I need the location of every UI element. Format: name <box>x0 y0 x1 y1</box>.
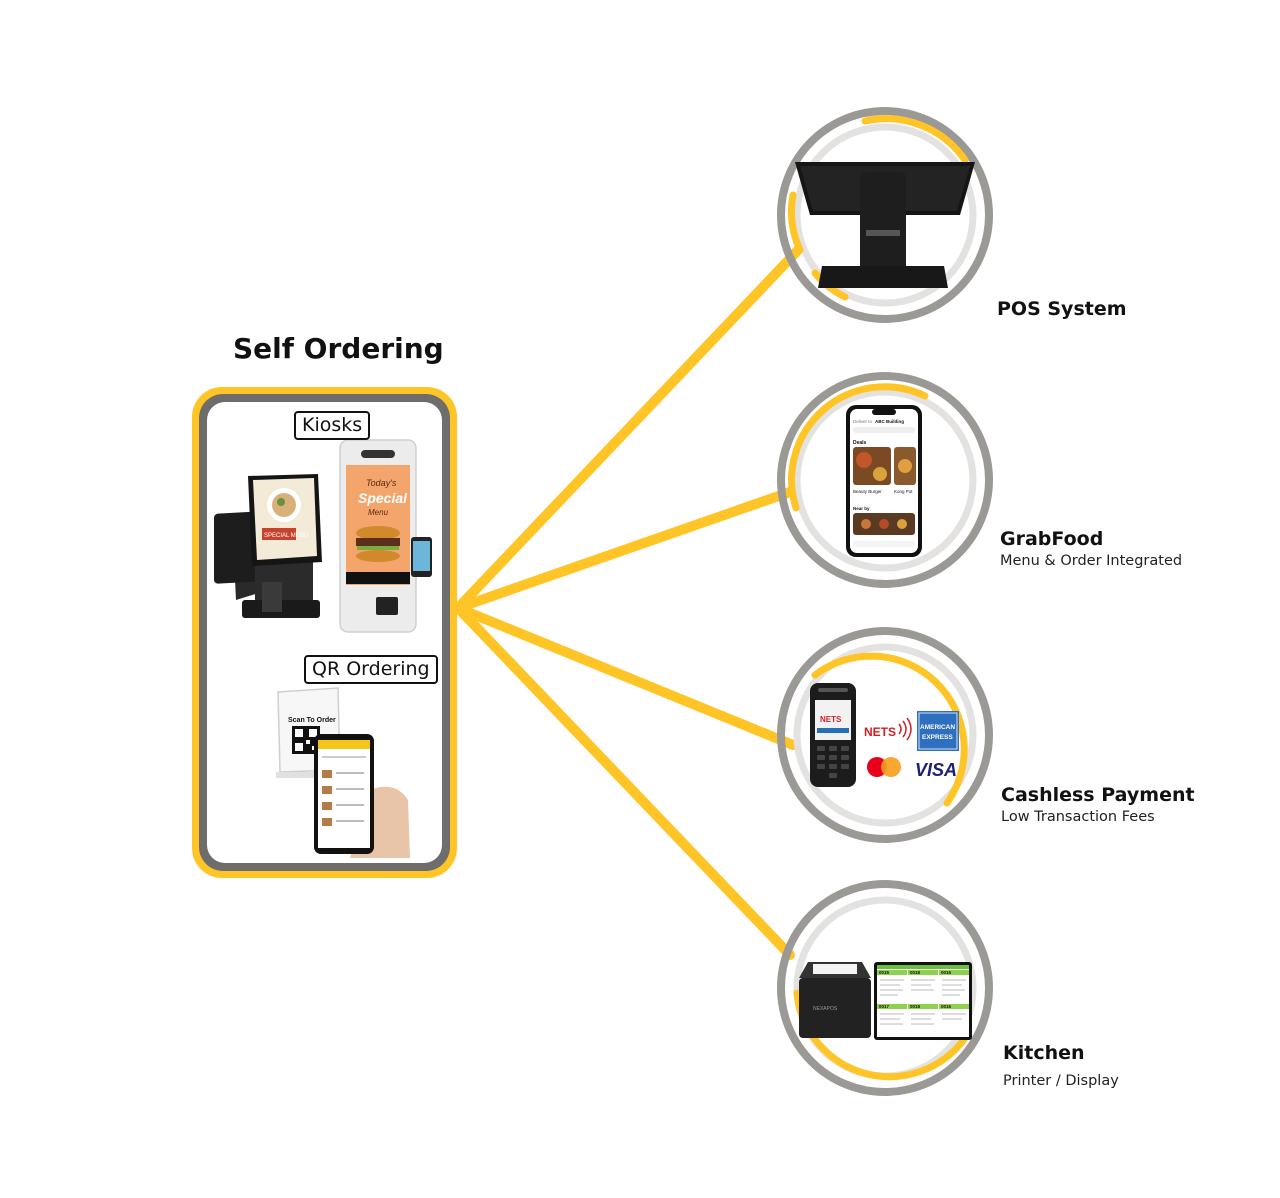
amex-line1: AMERICAN <box>920 724 955 731</box>
connector-lines <box>453 243 805 960</box>
grabfood-subtitle: Menu & Order Integrated <box>1000 553 1183 569</box>
grab-deliver-to: Deliver to <box>853 419 873 424</box>
order-3: 0017 <box>879 1004 890 1009</box>
grabfood-label: GrabFood Menu & Order Integrated <box>1000 528 1182 569</box>
self-ordering-title: Self Ordering <box>233 332 444 365</box>
node-cashless <box>777 627 993 843</box>
connector-pos <box>453 243 805 613</box>
kitchen-display-image: 0015 0018 0016 0017 0018 0016 <box>874 962 972 1040</box>
pos-label: POS System <box>997 298 1127 320</box>
grab-near-by: Near by <box>853 506 870 511</box>
kiosks-label: Kiosks <box>294 411 371 440</box>
connector-kitchen <box>453 603 795 960</box>
qr-ordering-label: QR Ordering <box>304 655 438 684</box>
order-0: 0015 <box>879 970 890 975</box>
printer-brand: NEXAPOS <box>813 1006 838 1012</box>
payment-logos: NETS AMERICAN EXPRESS VISA <box>864 711 959 780</box>
grab-item-2: Kong Pot <box>894 489 913 494</box>
kiosk-script-3: Menu <box>368 508 389 517</box>
order-5: 0016 <box>941 1004 952 1009</box>
connector-cashless <box>453 603 798 750</box>
cashless-label: Cashless Payment Low Transaction Fees <box>1001 784 1195 825</box>
cashless-title: Cashless Payment <box>1001 784 1195 806</box>
order-4: 0018 <box>910 1004 921 1009</box>
grab-deals: Deals <box>853 440 867 446</box>
pos-title: POS System <box>997 298 1127 320</box>
kitchen-label: Kitchen Printer / Display <box>1003 1042 1119 1089</box>
terminal-nets: NETS <box>820 715 842 724</box>
pos-terminal-image <box>795 162 975 288</box>
visa-logo: VISA <box>915 760 957 780</box>
kiosk-script-2: Special <box>358 490 408 506</box>
order-1: 0018 <box>910 970 921 975</box>
kitchen-printer-image: NEXAPOS <box>799 962 871 1038</box>
grab-item-1: Beauty Burger <box>853 489 882 494</box>
payment-terminal-image: NETS <box>810 683 856 787</box>
cashless-subtitle: Low Transaction Fees <box>1001 809 1155 825</box>
kitchen-subtitle: Printer / Display <box>1003 1073 1119 1089</box>
connector-grabfood <box>453 487 795 613</box>
node-grabfood <box>777 372 993 588</box>
grab-location: ABC Building <box>875 419 904 424</box>
qr-ordering-image: Scan To Order <box>276 687 410 858</box>
order-2: 0016 <box>941 970 952 975</box>
grabfood-title: GrabFood <box>1000 528 1104 550</box>
nets-logo: NETS <box>864 725 896 739</box>
qr-stand-text: Scan To Order <box>288 717 336 724</box>
tablet-kiosk-image: SPECIAL MENU <box>214 474 322 618</box>
node-pos <box>777 107 993 323</box>
kitchen-title: Kitchen <box>1003 1042 1085 1064</box>
kiosk-script-1: Today's <box>366 478 397 488</box>
freestanding-kiosk-image: Today's Special Menu <box>339 439 432 633</box>
kiosk-special-badge: SPECIAL MENU <box>264 533 308 539</box>
amex-line2: EXPRESS <box>922 734 953 741</box>
grabfood-phone-image: Deliver to ABC Building Deals Beauty Bur… <box>846 405 922 557</box>
